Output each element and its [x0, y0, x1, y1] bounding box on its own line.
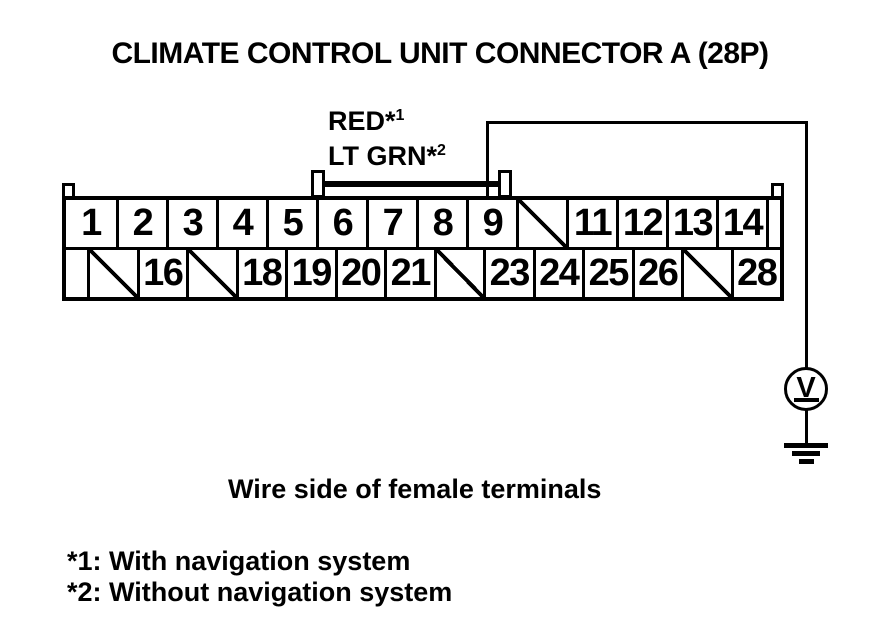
pin-cell-25: 25	[582, 250, 632, 297]
voltmeter-symbol: V	[796, 371, 816, 404]
diagram-title: CLIMATE CONTROL UNIT CONNECTOR A (28P)	[111, 37, 769, 70]
pin-cell-26: 26	[631, 250, 681, 297]
pin-cell-18: 18	[235, 250, 285, 297]
pin-cell-19: 19	[285, 250, 335, 297]
pin-cell-8: 8	[416, 200, 466, 247]
pin-cell-16: 16	[136, 250, 186, 297]
pin-cell-12: 12	[616, 200, 666, 247]
wire-segment-down-to-meter	[805, 121, 808, 369]
pin-cell-23: 23	[483, 250, 533, 297]
pin-cell-14: 14	[716, 200, 766, 247]
wire-color-text-1: RED*	[328, 106, 396, 136]
pin-cell-blank	[766, 200, 780, 247]
pin-cell-4: 4	[216, 200, 266, 247]
wire-color-line-2: LT GRN*2	[328, 136, 446, 171]
footnotes: *1: With navigation system *2: Without n…	[67, 546, 452, 608]
voltmeter-underline	[793, 397, 819, 402]
pin-cell-absent	[681, 250, 731, 297]
wire-color-label: RED*1 LT GRN*2	[328, 101, 446, 171]
wire-segment-horizontal	[486, 121, 808, 124]
pin-cell-3: 3	[166, 200, 216, 247]
connector-lock-bar	[322, 181, 500, 187]
pin-cell-24: 24	[532, 250, 582, 297]
pin-cell-9: 9	[466, 200, 516, 247]
connector-lock-post-right	[498, 170, 512, 198]
pin-cell-absent	[433, 250, 483, 297]
pin-cell-absent	[516, 200, 566, 247]
pin-cell-20: 20	[334, 250, 384, 297]
ground-icon-bar-3	[799, 459, 814, 464]
pin-cell-28: 28	[730, 250, 780, 297]
pin-cell-blank	[66, 250, 87, 297]
wire-segment-pin9-drop	[486, 121, 489, 200]
pin-cell-6: 6	[316, 200, 366, 247]
ground-icon-bar-1	[784, 443, 828, 448]
wire-color-text-2: LT GRN*	[328, 141, 437, 171]
pin-cell-21: 21	[384, 250, 434, 297]
footnote-1: *1: With navigation system	[67, 546, 411, 576]
pin-cell-7: 7	[366, 200, 416, 247]
pin-cell-absent	[87, 250, 137, 297]
wire-color-line-1: RED*1	[328, 101, 446, 136]
wire-color-footnote-ref-2: 2	[437, 142, 446, 159]
pin-cell-11: 11	[566, 200, 616, 247]
footnote-2: *2: Without navigation system	[67, 577, 453, 607]
pin-cell-5: 5	[266, 200, 316, 247]
pin-cell-2: 2	[116, 200, 166, 247]
ground-icon-bar-2	[792, 451, 820, 456]
pin-cell-1: 1	[66, 200, 116, 247]
voltmeter-icon: V	[784, 367, 828, 411]
diagram-caption: Wire side of female terminals	[228, 474, 602, 504]
pin-cell-absent	[186, 250, 236, 297]
pin-cell-13: 13	[666, 200, 716, 247]
wire-segment-meter-to-ground	[805, 410, 808, 444]
wire-color-footnote-ref-1: 1	[395, 107, 405, 124]
